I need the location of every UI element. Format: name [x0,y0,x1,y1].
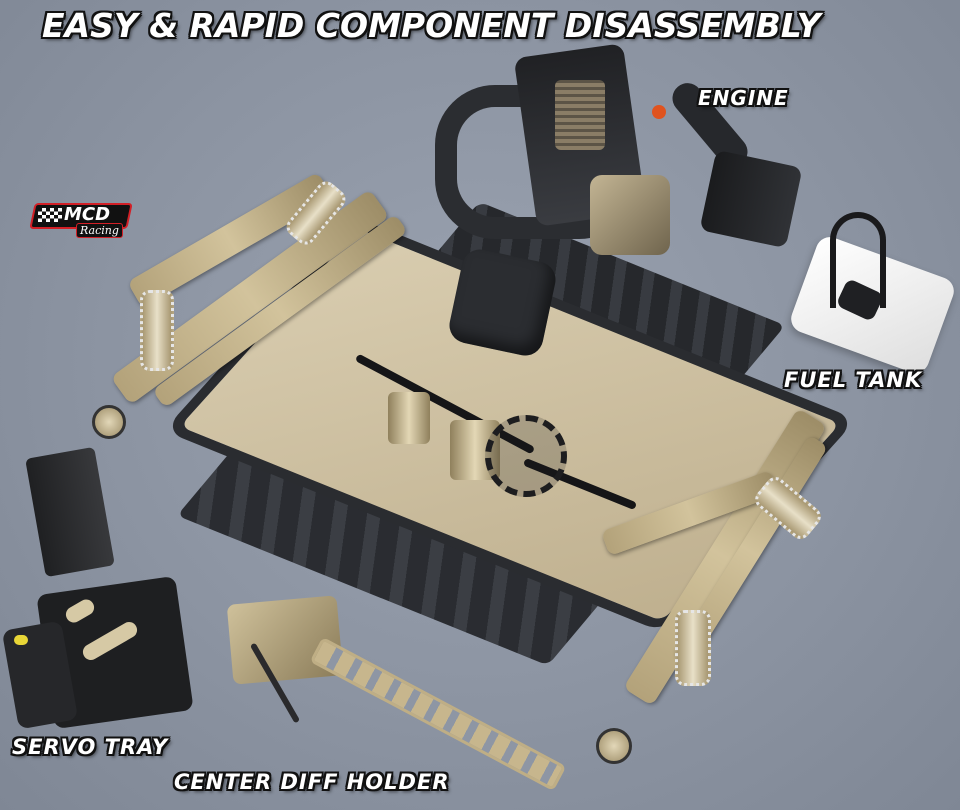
brand-logo: MCD Racing [29,203,133,239]
label-center-diff-holder: CENTER DIFF HOLDER [174,770,450,794]
air-filter [699,149,803,249]
rear-shock-left [140,290,174,371]
label-engine: ENGINE [698,86,789,110]
center-diff-holder-brace [309,636,567,792]
diff-mount-rear [388,392,430,444]
engine-crankcase [590,175,670,255]
engine-glow-plug [652,105,666,119]
logo-brand-name: MCD [64,204,111,225]
engine-cooling-head [555,80,605,150]
label-servo-tray: SERVO TRAY [12,735,169,759]
spur-gear [485,415,567,497]
checkered-flag-icon [38,208,62,222]
label-fuel-tank: FUEL TANK [784,368,923,392]
front-hub [596,728,632,764]
rear-hub [92,405,126,439]
logo-subtitle: Racing [76,223,123,238]
battery-box [25,446,115,578]
chassis-cover [446,246,559,359]
fuel-hose [830,212,886,308]
front-shock-left [675,610,711,686]
page-title: EASY & RAPID COMPONENT DISASSEMBLY [42,6,821,45]
antenna-tube-cap [14,635,28,645]
